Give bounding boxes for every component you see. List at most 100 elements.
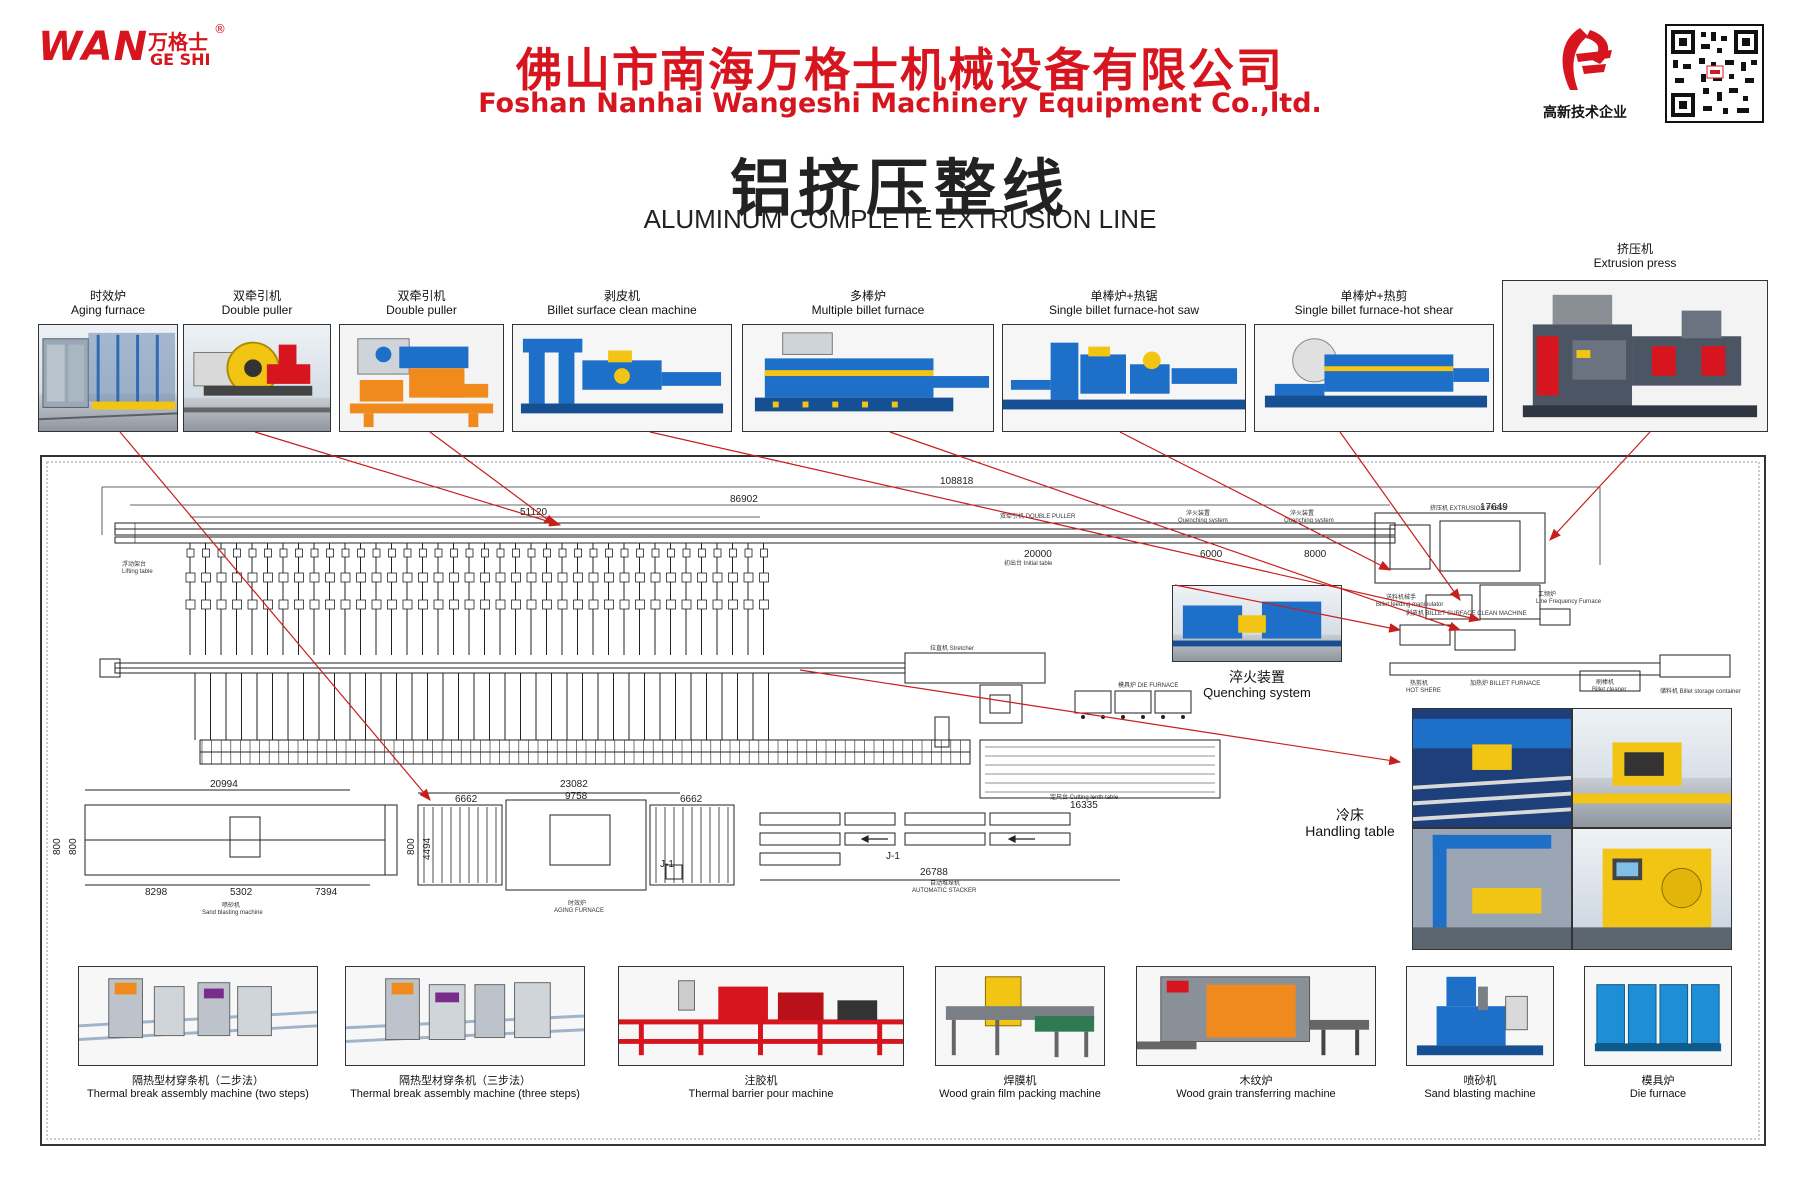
equipment-label-en: Billet surface clean machine xyxy=(547,303,697,317)
label-aging-cn: 时效炉 xyxy=(568,899,586,907)
label-stacker-en: AUTOMATIC STACKER xyxy=(912,888,977,894)
label-sand-cn: 喷砂机 xyxy=(222,901,240,909)
logo-wordmark: WAN xyxy=(38,24,149,70)
equipment-label-en: Multiple billet furnace xyxy=(811,303,925,317)
handling-table-photo-3 xyxy=(1412,828,1572,950)
dim-20994: 20994 xyxy=(210,779,238,790)
label-lifting-table-en: Lifting table xyxy=(122,569,153,575)
company-logo: WAN 万格士 GE SHI ® xyxy=(38,22,228,72)
dim-108818: 108818 xyxy=(940,476,974,487)
label-j1-b: J-1 xyxy=(886,851,900,862)
equipment-label-cn: 多棒炉 xyxy=(849,289,886,303)
wood-grain-film-packing-photo xyxy=(935,966,1105,1066)
dim-8298: 8298 xyxy=(145,887,168,898)
dim-7394: 7394 xyxy=(315,887,338,898)
equipment-label-en: Wood grain film packing machine xyxy=(939,1088,1101,1100)
handling-table-photo-1 xyxy=(1412,708,1572,828)
equipment-label-cn: 时效炉 xyxy=(89,289,126,303)
label-sand-en: Sand blasting machine xyxy=(202,910,263,916)
equipment-label-en: Double puller xyxy=(386,303,457,317)
label-induction-en: Line Frequency Furnace xyxy=(1536,599,1602,605)
equipment-label-cn: 隔热型材穿条机（二步法） xyxy=(132,1075,264,1087)
equipment-label-en: Aging furnace xyxy=(70,303,146,317)
label-quench-cn-2: 淬火装置 xyxy=(1290,509,1314,517)
dim-51120: 51120 xyxy=(520,507,548,518)
dim-6000: 6000 xyxy=(1200,549,1223,560)
equipment-card-thermal-break-two-steps[interactable]: 隔热型材穿条机（二步法） Thermal break assembly mach… xyxy=(78,966,318,1114)
label-quench-en: Quenching system xyxy=(1178,518,1228,524)
dim-23082: 23082 xyxy=(560,779,588,790)
label-aging-en: AGING FURNACE xyxy=(554,908,604,914)
equipment-label-cn: 焊膜机 xyxy=(1003,1075,1037,1087)
equipment-card-thermal-break-three-steps[interactable]: 隔热型材穿条机（三步法） Thermal break assembly mach… xyxy=(345,966,585,1114)
equipment-card-double-puller-2[interactable]: 双牵引机 Double puller xyxy=(339,287,504,432)
dim-9758: 9758 xyxy=(565,791,588,802)
company-name-chinese: 佛山市南海万格士机械设备有限公司 xyxy=(516,43,1284,97)
billet-clean-machine-photo xyxy=(512,324,732,432)
qr-code[interactable] xyxy=(1665,24,1764,123)
dim-4494: 4494 xyxy=(422,837,433,860)
equipment-label-en: Single billet furnace-hot shear xyxy=(1294,303,1454,317)
equipment-card-wood-grain-transferring[interactable]: 木纹炉 Wood grain transferring machine xyxy=(1136,966,1376,1114)
equipment-label-cn: 剥皮机 xyxy=(603,289,640,303)
die-furnace-photo xyxy=(1584,966,1732,1066)
dim-800-b: 800 xyxy=(68,838,79,855)
label-billet-cleaner-cn: 刷棒机 xyxy=(1596,678,1614,686)
equipment-card-die-furnace[interactable]: 模具炉 Die furnace xyxy=(1584,966,1732,1114)
equipment-label-en: Wood grain transferring machine xyxy=(1176,1088,1336,1100)
equipment-card-single-billet-hot-shear[interactable]: 单棒炉+热剪 Single billet furnace-hot shear xyxy=(1254,287,1494,432)
equipment-label-cn: 模具炉 xyxy=(1641,1075,1675,1087)
equipment-label-cn: 喷砂机 xyxy=(1463,1075,1497,1087)
equipment-card-sand-blasting[interactable]: 喷砂机 Sand blasting machine xyxy=(1406,966,1554,1114)
equipment-card-aging-furnace[interactable]: 时效炉 Aging furnace xyxy=(38,287,178,432)
equipment-card-wood-grain-film-packing[interactable]: 焊膜机 Wood grain film packing machine xyxy=(935,966,1105,1114)
aging-furnace-photo xyxy=(38,324,178,432)
equipment-label-en: Die furnace xyxy=(1629,1088,1687,1100)
label-initial-table: 初出台 Initial table xyxy=(1004,559,1053,567)
logo-chinese: 万格士 xyxy=(148,30,208,54)
equipment-card-extrusion-press[interactable]: 挤压机 Extrusion press xyxy=(1502,240,1768,432)
label-feed-cn: 送料机械手 xyxy=(1386,593,1416,601)
dim-800-c: 800 xyxy=(406,838,417,855)
dim-17649: 17649 xyxy=(1480,502,1508,513)
label-die-furnace: 模具炉 DIE FURNACE xyxy=(1118,681,1178,689)
label-quench-cn: 淬火装置 xyxy=(1186,509,1210,517)
equipment-card-multiple-billet-furnace[interactable]: 多棒炉 Multiple billet furnace xyxy=(742,287,994,432)
label-billet-cleaner-en: Billet cleaner xyxy=(1592,687,1626,693)
equipment-label-cn: 木纹炉 xyxy=(1239,1075,1273,1087)
company-name-english: Foshan Nanhai Wangeshi Machinery Equipme… xyxy=(478,88,1322,119)
equipment-label-cn: 单棒炉+热锯 xyxy=(1090,289,1158,303)
handling-table-photo-2 xyxy=(1572,708,1732,828)
extrusion-press-photo xyxy=(1502,280,1768,432)
dim-5302: 5302 xyxy=(230,887,253,898)
label-quench-en-2: Quenching system xyxy=(1284,518,1334,524)
equipment-label-en: Double puller xyxy=(221,303,293,317)
equipment-card-billet-surface-clean[interactable]: 剥皮机 Billet surface clean machine xyxy=(512,287,732,432)
equipment-label-cn: 单棒炉+热剪 xyxy=(1340,289,1408,303)
label-cutting-table: 定尺台 Cutting lenth table xyxy=(1050,793,1119,801)
dim-16335: 16335 xyxy=(1070,800,1098,811)
label-feed-en: Billet feeding manipulator xyxy=(1376,602,1443,608)
label-billet-clean: 剥皮机 BILLET SURFACE CLEAN MACHINE xyxy=(1406,609,1527,617)
equipment-card-thermal-barrier-pour[interactable]: 注胶机 Thermal barrier pour machine xyxy=(618,966,904,1114)
label-double-puller: 双牵引机 DOUBLE PULLER xyxy=(1000,512,1076,520)
dim-800-a: 800 xyxy=(52,838,63,855)
handling-table-label-en: Handling table xyxy=(1305,823,1395,839)
equipment-label-cn: 挤压机 xyxy=(1616,242,1653,256)
equipment-label-cn: 注胶机 xyxy=(744,1075,778,1087)
equipment-label-en: Sand blasting machine xyxy=(1424,1088,1536,1100)
handling-table-label-cn: 冷床 xyxy=(1336,807,1364,823)
registered-mark: ® xyxy=(214,22,226,36)
equipment-label-en: Thermal barrier pour machine xyxy=(688,1088,834,1100)
handling-table-caption: 冷床 Handling table xyxy=(1295,805,1405,845)
multiple-billet-furnace-photo xyxy=(742,324,994,432)
equipment-label-cn: 双牵引机 xyxy=(397,289,446,303)
label-hot-shear-en: HOT SHERE xyxy=(1406,688,1441,694)
label-lifting-table-cn: 浮动架台 xyxy=(122,560,146,568)
equipment-card-double-puller-1[interactable]: 双牵引机 Double puller xyxy=(183,287,331,432)
dim-8000: 8000 xyxy=(1304,549,1327,560)
label-stretcher: 拉直机 Stretcher xyxy=(930,644,974,652)
label-j1-a: J-1 xyxy=(660,859,674,870)
equipment-label-en: Single billet furnace-hot saw xyxy=(1048,303,1200,317)
equipment-card-single-billet-hot-saw[interactable]: 单棒炉+热锯 Single billet furnace-hot saw xyxy=(1002,287,1246,432)
